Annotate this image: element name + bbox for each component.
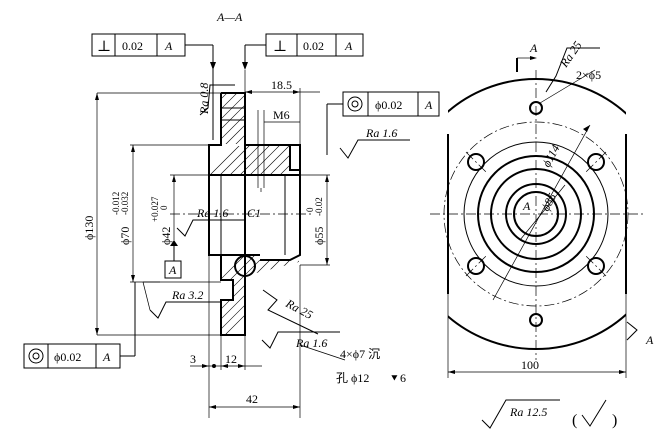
ra-25-section: Ra 25: [283, 296, 315, 322]
dim-3: 3: [190, 352, 196, 366]
section-mark-right: A: [645, 333, 654, 347]
fcf-left-datum: A: [164, 39, 173, 53]
dim-phi130: ϕ130: [82, 216, 96, 240]
dim-phi42-lower: 0: [159, 205, 169, 210]
front-view: ϕ114 ϕ85 A Ra 25 2×ϕ5 A A 100: [430, 38, 654, 378]
center-label-a: A: [522, 199, 531, 213]
dim-phi42-upper: +0.027: [150, 196, 160, 222]
dim-100: 100: [521, 358, 539, 372]
fcf-perpendicularity-left: ⊥ 0.02 A: [91, 33, 216, 140]
dim-12: 12: [225, 352, 237, 366]
fcf-rightbox-datum: A: [424, 98, 433, 112]
fcf-right-datum: A: [344, 39, 353, 53]
general-roughness-value: Ra 12.5: [509, 405, 547, 419]
dim-phi85: ϕ85: [538, 191, 559, 214]
ra-1-6-bottom: Ra 1.6: [295, 336, 327, 350]
fcf-right-tolerance: 0.02: [303, 39, 324, 53]
top-dimensions: 18.5 M6: [244, 70, 320, 160]
dim-phi70-lower: -0.032: [120, 192, 130, 215]
dim-m6: M6: [273, 108, 290, 122]
paren-close: ): [612, 412, 617, 429]
ra-0-8: Ra 0.8: [197, 83, 211, 115]
fcf-left-tolerance: 0.02: [122, 39, 143, 53]
datum-a-label: A: [168, 263, 177, 277]
ra-3-2: Ra 3.2: [171, 288, 203, 302]
datum-a-feature: A: [164, 240, 182, 279]
general-roughness: Ra 12.5 ( ): [481, 399, 617, 429]
holes-note-line2: 孔 ϕ12: [336, 371, 369, 385]
fcf-concentricity-left: ϕ0.02 A: [23, 282, 136, 369]
section-view: A—A ⊥ 0.02 A ⊥ 0.02 A: [23, 10, 440, 418]
dim-phi70: ϕ70: [118, 227, 132, 245]
fcf-perpendicularity-right: ⊥ 0.02 A: [242, 33, 364, 70]
bottom-dimensions: 3 12 42 4×ϕ7 沉 孔 ϕ12 ⯆ 6: [190, 255, 406, 418]
dim-phi55-upper: 0: [305, 207, 315, 212]
section-mark-top: A: [529, 41, 538, 55]
fcf-rightbox-tolerance: ϕ0.02: [375, 98, 402, 112]
holes-note-line1: 4×ϕ7 沉: [340, 347, 380, 361]
section-title: A—A: [216, 10, 243, 24]
fcf-right-symbol: ⊥: [273, 39, 287, 55]
paren-open: (: [572, 412, 577, 429]
roughness-symbols-section: Ra 0.8 Ra 1.6 Ra 1.6 C1 Ra 3.2 Ra 25 Ra …: [142, 83, 410, 350]
dim-phi42: ϕ42: [159, 227, 173, 245]
ra-1-6-right: Ra 1.6: [365, 126, 397, 140]
fcf-bottombox-tolerance: ϕ0.02: [54, 350, 81, 364]
vertical-dimensions: ϕ130 ϕ70 -0.012 -0.032 ϕ42 +0.027 0 ϕ55: [82, 92, 330, 336]
ra-25-view: Ra 25: [556, 38, 584, 70]
dim-phi55-lower: -0.02: [314, 197, 324, 216]
fcf-left-symbol: ⊥: [97, 39, 111, 55]
svg-text:⯆: ⯆: [390, 373, 399, 385]
fcf-bottombox-datum: A: [102, 350, 111, 364]
chamfer-c1: C1: [247, 206, 261, 220]
dim-42-length: 42: [246, 392, 258, 406]
ra-1-6-mid: Ra 1.6: [196, 206, 228, 220]
holes-note-depth: 6: [400, 371, 406, 385]
dim-phi70-upper: -0.012: [111, 192, 121, 215]
holes-2xphi5: 2×ϕ5: [576, 68, 601, 82]
dim-phi55: ϕ55: [312, 227, 326, 245]
fcf-concentricity-right: ϕ0.02 A: [326, 91, 440, 155]
dim-18-5: 18.5: [271, 78, 292, 92]
